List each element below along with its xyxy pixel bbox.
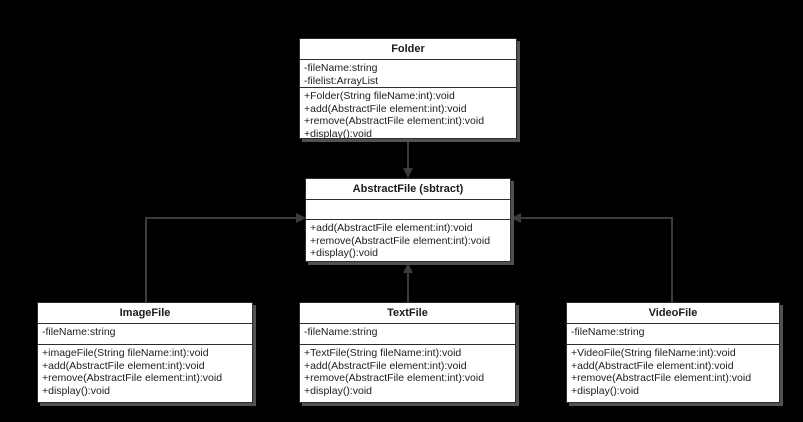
connector-videofile-to-abstractfile[interactable]: [520, 217, 673, 302]
attribute: -fileName:string: [304, 326, 378, 338]
method: +add(AbstractFile element:int):void: [310, 222, 473, 234]
method: +add(AbstractFile element:int):void: [571, 359, 734, 372]
method: +remove(AbstractFile element:int):void: [304, 115, 485, 127]
methods-compartment: +VideoFile(String fileName:int):void +ad…: [567, 345, 779, 402]
arrowhead-right-icon: [296, 213, 306, 223]
class-title: AbstractFile (sbtract): [306, 179, 510, 200]
method: +add(AbstractFile element:int):void: [42, 359, 205, 372]
arrowhead-up-icon: [403, 263, 413, 273]
method: +add(AbstractFile element:int):void: [304, 359, 467, 372]
attributes-compartment: -fileName:string -filelist:ArrayList: [300, 60, 516, 88]
attribute: -fileName:string: [42, 326, 116, 338]
class-box-videofile[interactable]: VideoFile -fileName:string +VideoFile(St…: [566, 302, 780, 403]
method: +add(AbstractFile element:int):void: [304, 102, 467, 115]
method: +display():void: [304, 127, 372, 139]
arrowhead-down-icon: [403, 168, 413, 178]
method: +imageFile(String fileName:int):void: [42, 347, 209, 359]
attribute: -fileName:string: [571, 326, 645, 338]
attribute: -fileName:string: [304, 62, 378, 74]
class-title: TextFile: [300, 303, 515, 324]
method: +display():void: [42, 384, 110, 397]
method: +display():void: [571, 384, 639, 397]
attribute: -filelist:ArrayList: [304, 74, 379, 87]
method: +remove(AbstractFile element:int):void: [310, 234, 491, 247]
method: +VideoFile(String fileName:int):void: [571, 347, 736, 359]
method: +display():void: [310, 247, 378, 259]
methods-compartment: +Folder(String fileName:int):void +add(A…: [300, 88, 516, 138]
method: +TextFile(String fileName:int):void: [304, 347, 462, 359]
attributes-compartment-empty: [306, 200, 510, 220]
class-box-textfile[interactable]: TextFile -fileName:string +TextFile(Stri…: [299, 302, 516, 403]
class-title: ImageFile: [38, 303, 252, 324]
methods-compartment: +add(AbstractFile element:int):void +rem…: [306, 220, 510, 261]
methods-compartment: +TextFile(String fileName:int):void +add…: [300, 345, 515, 402]
method: +remove(AbstractFile element:int):void: [571, 372, 752, 384]
method: +display():void: [304, 384, 372, 397]
class-box-abstractfile[interactable]: AbstractFile (sbtract) +add(AbstractFile…: [305, 178, 511, 262]
attributes-compartment: -fileName:string: [38, 324, 252, 345]
methods-compartment: +imageFile(String fileName:int):void +ad…: [38, 345, 252, 402]
class-title: Folder: [300, 39, 516, 60]
method: +remove(AbstractFile element:int):void: [304, 372, 485, 384]
method: +Folder(String fileName:int):void: [304, 90, 455, 102]
connector-imagefile-to-abstractfile[interactable]: [145, 217, 296, 302]
class-box-folder[interactable]: Folder -fileName:string -filelist:ArrayL…: [299, 38, 517, 139]
arrowhead-left-icon: [511, 213, 521, 223]
method: +remove(AbstractFile element:int):void: [42, 372, 223, 384]
attributes-compartment: -fileName:string: [567, 324, 779, 345]
class-box-imagefile[interactable]: ImageFile -fileName:string +imageFile(St…: [37, 302, 253, 403]
class-title: VideoFile: [567, 303, 779, 324]
attributes-compartment: -fileName:string: [300, 324, 515, 345]
